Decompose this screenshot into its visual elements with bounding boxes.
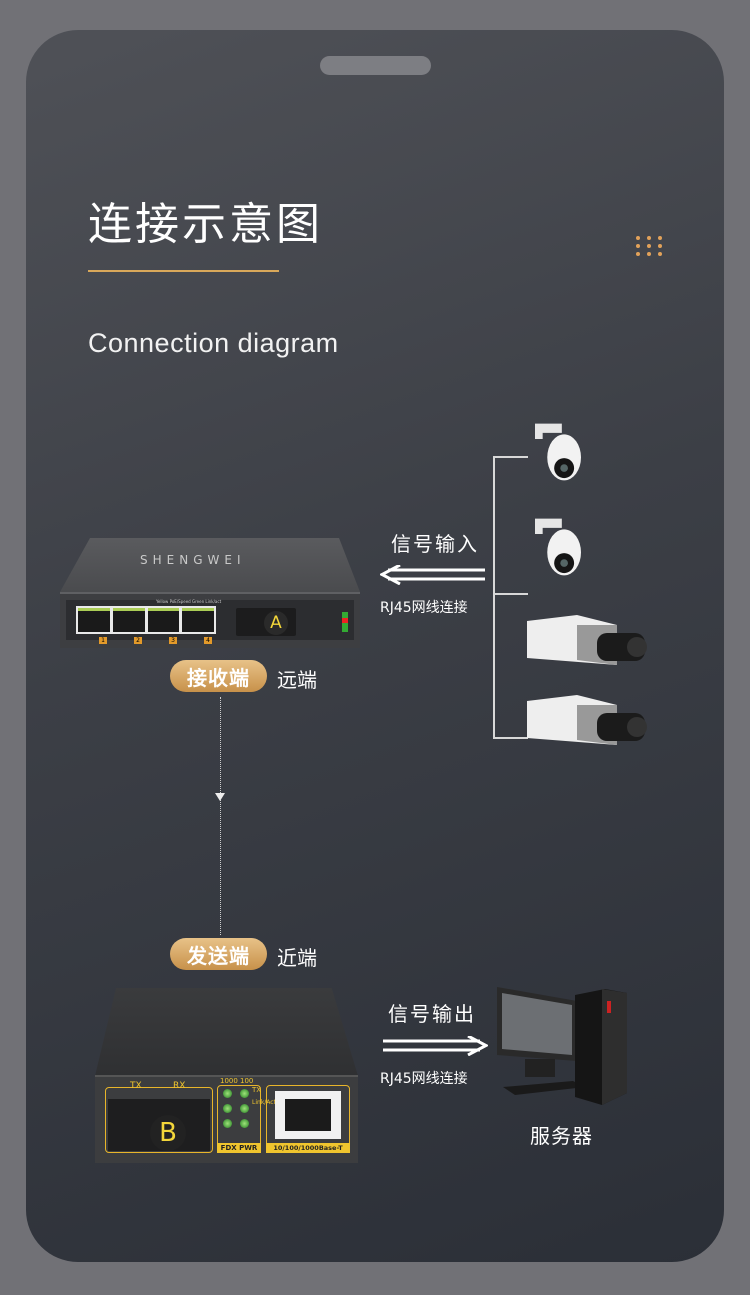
rj45-port — [182, 608, 214, 632]
speed-label: 100 — [240, 1077, 254, 1085]
rj45-port — [78, 608, 110, 632]
rj45-speed-label: 10/100/1000Base-T — [266, 1143, 350, 1153]
tx-label: TX — [130, 1081, 142, 1091]
input-cable-label: RJ45网线连接 — [380, 600, 468, 616]
led — [240, 1104, 249, 1113]
title-underline — [88, 270, 279, 272]
arrow-down-icon — [215, 793, 225, 801]
rj45-ports — [76, 606, 216, 634]
port-number: 2 — [134, 637, 142, 644]
receiver-position-label: 远端 — [277, 668, 317, 692]
dome-camera-icon — [535, 423, 581, 481]
status-leds — [342, 612, 348, 632]
led-link-label: Link/Act — [252, 1099, 276, 1106]
arrow-left-icon — [380, 565, 485, 585]
fiber-link-line — [220, 697, 221, 935]
page-subtitle: Connection diagram — [88, 328, 339, 358]
led — [240, 1089, 249, 1098]
led — [223, 1119, 232, 1128]
led-tx-label: TX — [252, 1086, 262, 1094]
led — [223, 1089, 232, 1098]
output-label: 信号输出 — [388, 1002, 476, 1026]
page-title: 连接示意图 — [88, 199, 323, 250]
camera-bracket-line — [493, 456, 495, 738]
dots-decoration-icon — [636, 236, 663, 256]
sender-badge: 发送端 — [170, 938, 267, 970]
input-label: 信号输入 — [391, 532, 479, 556]
fiber-marker-b: B — [150, 1115, 186, 1151]
box-camera-icon — [527, 695, 647, 745]
box-camera-icon — [527, 615, 647, 665]
arrow-right-icon — [383, 1036, 488, 1056]
fiber-port-frame — [105, 1087, 213, 1153]
bracket-tick — [493, 737, 528, 739]
fdx-pwr-label: FDX PWR — [217, 1143, 261, 1153]
rj45-port — [147, 608, 180, 632]
dome-camera-icon — [535, 518, 581, 576]
rj45-port — [275, 1091, 341, 1139]
server-label: 服务器 — [530, 1124, 593, 1148]
port-number: 4 — [204, 637, 212, 644]
rx-label: RX — [173, 1081, 186, 1091]
speed-label: 1000 — [220, 1077, 238, 1085]
port-number: 3 — [169, 637, 177, 644]
port-number: 1 — [99, 637, 107, 644]
bracket-tick — [493, 593, 528, 595]
switch-brand: SHENGWEI — [140, 553, 246, 567]
receiver-switch-top — [60, 538, 360, 592]
output-cable-label: RJ45网线连接 — [380, 1071, 468, 1087]
receiver-switch-front: 1 2 3 4 Yellow PoE/Speed Green Link/act … — [60, 592, 360, 648]
led — [223, 1104, 232, 1113]
bracket-tick — [493, 456, 528, 458]
sender-position-label: 近端 — [277, 946, 317, 970]
media-converter-top — [95, 988, 358, 1076]
top-handle — [320, 56, 431, 75]
led-legend: Yellow PoE/Speed Green Link/act — [156, 599, 222, 604]
fiber-marker-a: A — [264, 611, 288, 635]
server-computer-icon — [497, 987, 627, 1105]
receiver-badge: 接收端 — [170, 660, 267, 692]
rj45-port — [112, 608, 145, 632]
led — [240, 1119, 249, 1128]
media-converter-front: TX RX B 1000 100 TX Link/Act FDX PWR 10/… — [95, 1075, 358, 1163]
